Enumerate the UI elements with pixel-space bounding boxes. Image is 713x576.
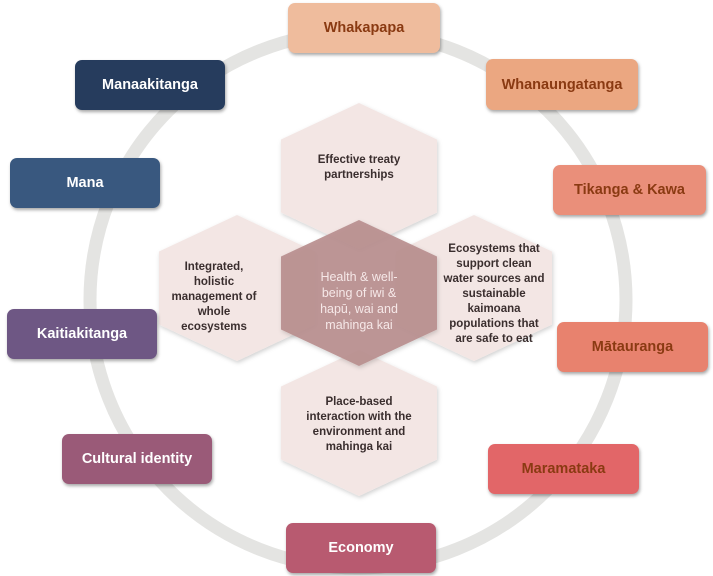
value-mana: Mana	[10, 158, 160, 208]
hex-bottom-text: Place-based interaction with the environ…	[306, 396, 412, 453]
hex-bottom	[281, 350, 437, 496]
value-matauranga: Mātauranga	[557, 322, 708, 372]
value-tikanga-kawa: Tikanga & Kawa	[553, 165, 706, 215]
value-manaakitanga: Manaakitanga	[75, 60, 225, 110]
hex-top-text: Effective treaty partnerships	[317, 154, 401, 181]
value-maramataka: Maramataka	[488, 444, 639, 494]
value-whanaungatanga: Whanaungatanga	[486, 59, 638, 110]
hex-left-text: Integrated, holistic management of whole…	[171, 260, 257, 333]
value-kaitiakitanga: Kaitiakitanga	[7, 309, 157, 359]
center-hex-text: Health & well-being of iwi & hapū, wai a…	[320, 270, 398, 332]
value-cultural-identity: Cultural identity	[62, 434, 212, 484]
value-whakapapa: Whakapapa	[288, 3, 440, 53]
hex-center	[281, 220, 437, 366]
hex-left	[159, 215, 315, 361]
value-economy: Economy	[286, 523, 436, 573]
hex-top	[281, 103, 437, 249]
hex-right-text: Ecosystems that support clean water sour…	[443, 242, 545, 345]
